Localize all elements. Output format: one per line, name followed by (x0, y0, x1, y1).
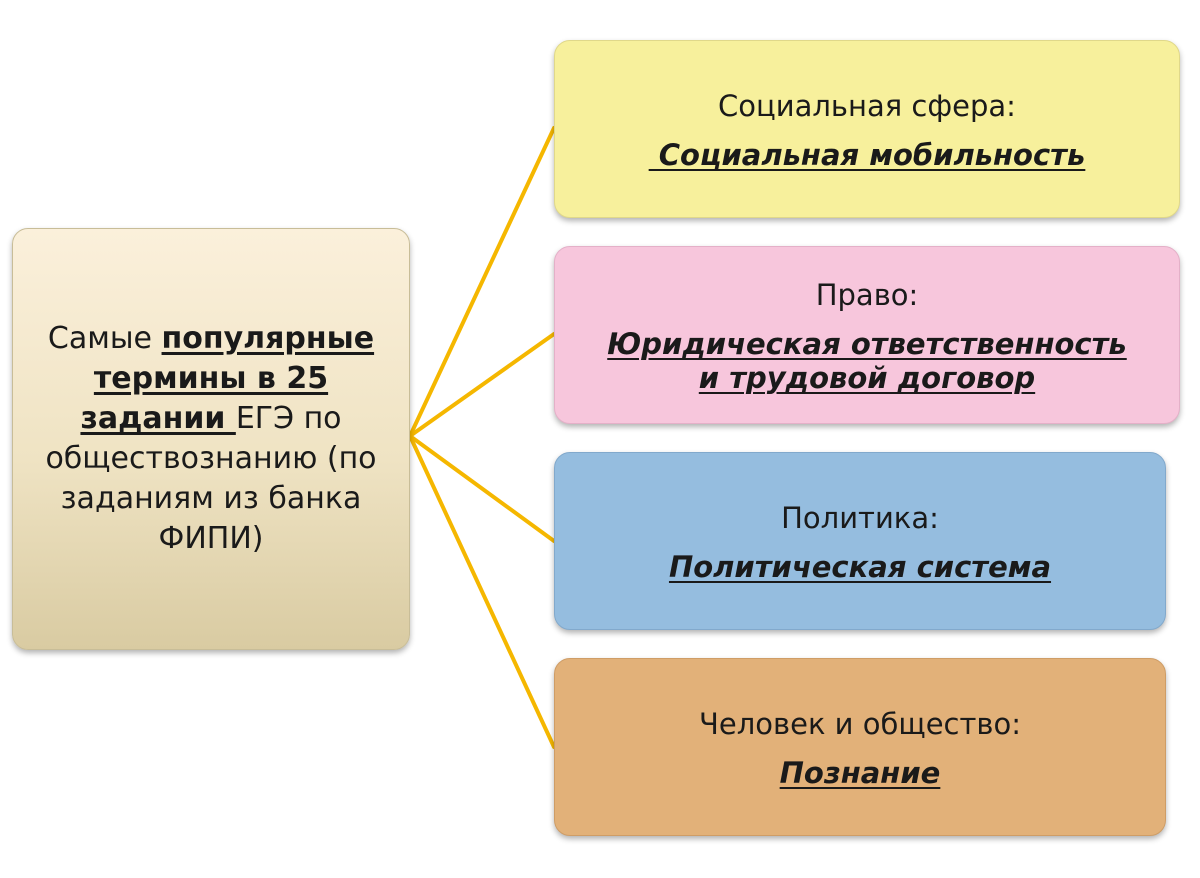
branch-law: Право: Юридическая ответственность и тру… (554, 246, 1180, 424)
root-text-highlight: популярные термины в 25 задании (80, 321, 375, 436)
branch-man-and-society: Человек и общество: Познание (554, 658, 1166, 836)
branch-term: Познание (780, 756, 941, 790)
branch-term-line: Юридическая ответственность (607, 327, 1127, 361)
root-topic-box: Самые популярные термины в 25 задании ЕГ… (12, 228, 410, 650)
branch-title: Социальная сфера: (718, 89, 1016, 123)
root-text-before: Самые (47, 321, 162, 356)
branch-social-sphere: Социальная сфера: Социальная мобильность (554, 40, 1180, 218)
branch-term: Политическая система (669, 550, 1051, 584)
connector-politics (408, 434, 556, 543)
branch-politics: Политика: Политическая система (554, 452, 1166, 630)
branch-title: Человек и общество: (699, 707, 1021, 741)
root-text-after: ЕГЭ по обществознанию (по заданиям из ба… (45, 401, 377, 556)
branch-term-line: Социальная мобильность (648, 138, 1086, 172)
branch-term-line: и трудовой договор (698, 361, 1036, 395)
branch-title: Политика: (781, 501, 939, 535)
branch-title: Право: (815, 278, 919, 312)
root-topic-text: Самые популярные термины в 25 задании ЕГ… (31, 319, 391, 559)
connector-law (408, 332, 556, 438)
branch-term-line: Политическая система (668, 550, 1052, 584)
branch-term: Социальная мобильность (649, 138, 1086, 172)
branch-term-line: Познание (779, 756, 941, 790)
branch-term: Юридическая ответственность и трудовой д… (607, 327, 1127, 395)
connector-man-society (408, 434, 556, 749)
connector-social (408, 126, 556, 438)
